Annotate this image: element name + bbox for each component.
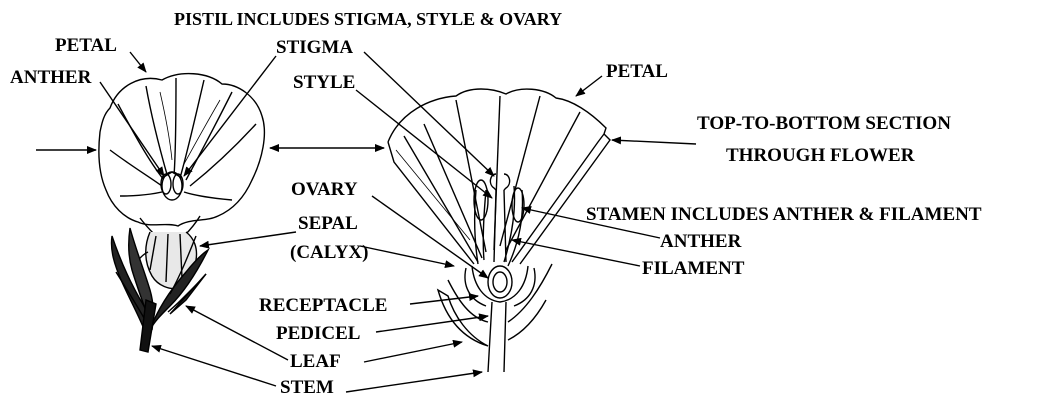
whole-flower-drawing (99, 74, 265, 352)
label-leaf: LEAF (290, 352, 341, 371)
pointer-section (612, 140, 696, 144)
pointer-filament (512, 240, 640, 266)
pointer-receptacle (410, 296, 478, 304)
label-calyx: (CALYX) (290, 243, 368, 262)
pointer-petal-left (130, 52, 146, 72)
label-sepal: SEPAL (298, 214, 358, 233)
pointer-stigma-right (364, 52, 494, 176)
label-ovary: OVARY (291, 180, 358, 199)
label-stem: STEM (280, 378, 334, 397)
pointer-stem-left (152, 346, 276, 386)
pointer-leaf-right (364, 342, 462, 362)
pointer-sepal-right (360, 246, 454, 266)
label-section-line1: TOP-TO-BOTTOM SECTION (697, 114, 951, 133)
label-anther-left: ANTHER (10, 68, 91, 87)
label-stigma: STIGMA (276, 38, 353, 57)
label-petal-right: PETAL (606, 62, 668, 81)
corolla-outline (99, 74, 265, 226)
pointer-petal-right (576, 76, 602, 96)
diagram-title: PISTIL INCLUDES STIGMA, STYLE & OVARY (174, 10, 562, 28)
label-filament: FILAMENT (642, 259, 744, 278)
label-receptacle: RECEPTACLE (259, 296, 387, 315)
pointer-stem-right (346, 372, 482, 392)
label-petal-left: PETAL (55, 36, 117, 55)
label-pedicel: PEDICEL (276, 324, 360, 343)
label-section-line2: THROUGH FLOWER (726, 146, 914, 165)
pointer-pedicel (376, 316, 488, 332)
pointer-style (356, 90, 492, 198)
label-stamen-note: STAMEN INCLUDES ANTHER & FILAMENT (586, 205, 982, 224)
label-anther-right: ANTHER (660, 232, 741, 251)
section-petal-outline (388, 89, 606, 142)
label-style: STYLE (293, 73, 355, 92)
pointer-sepal-left (200, 232, 296, 246)
